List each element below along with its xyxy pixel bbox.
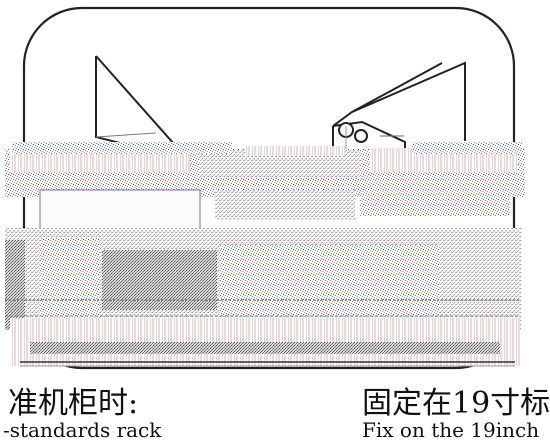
rack-mount-illustration [5, 6, 525, 370]
left-caption-chinese: 准机柜时: [8, 386, 139, 421]
right-caption-chinese: 固定在19寸标 [362, 386, 550, 421]
side-labels-noise [12, 142, 522, 156]
installation-diagram: 准机柜时: 固定在19寸标 -standards rack Fix on the… [3, 6, 550, 442]
right-caption-english: Fix on the 19inch [362, 418, 540, 442]
mounting-hole-icon [354, 129, 368, 143]
rack-unit-main [5, 228, 521, 330]
left-caption-english: -standards rack [3, 418, 162, 442]
rack-unit-top [5, 148, 525, 231]
front-panel-texture [10, 318, 520, 367]
